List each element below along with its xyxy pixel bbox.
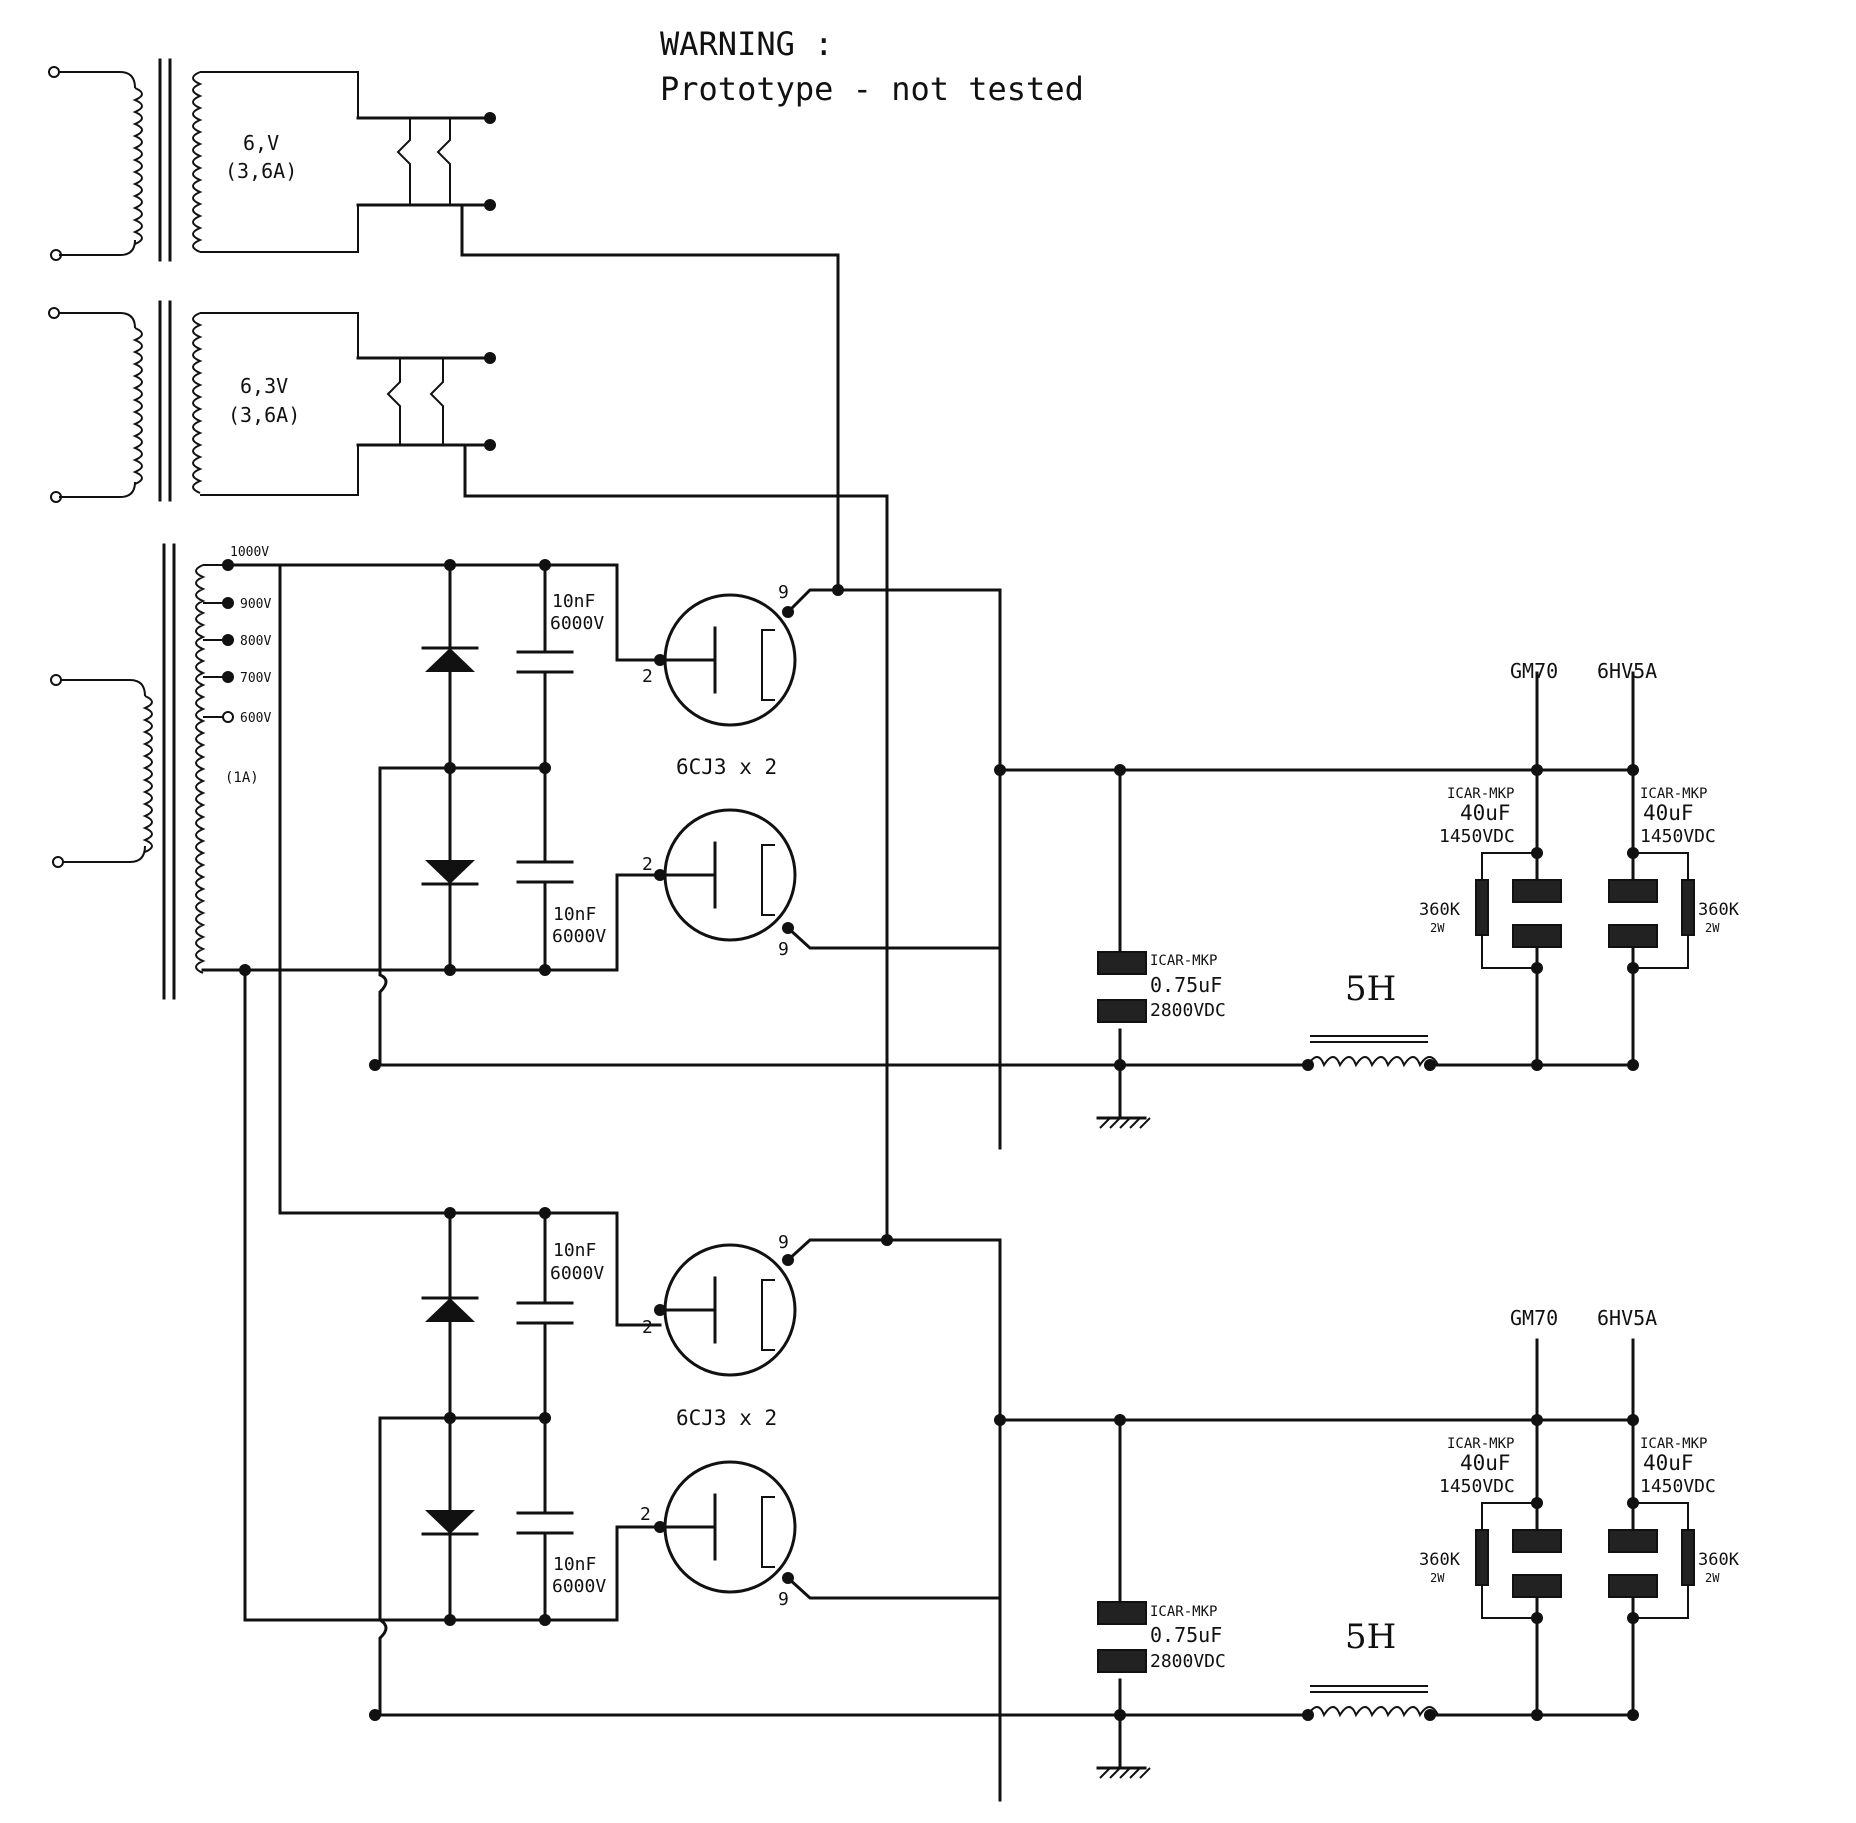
- upper-bleed-resistor-2: [1681, 879, 1695, 936]
- upper-filter-cap-1: [1097, 951, 1147, 975]
- upper-cap1-voltage: 6000V: [550, 613, 604, 634]
- lower-tube2-pin9: 9: [778, 1589, 789, 1610]
- upper-tube2-pin9: 9: [778, 939, 789, 960]
- upper-out-cap2-brand: ICAR-MKP: [1640, 786, 1707, 802]
- upper-out-cap2-voltage: 1450VDC: [1640, 826, 1716, 847]
- upper-filter-cap-brand: ICAR-MKP: [1150, 953, 1217, 969]
- t1-current-label: (3,6A): [225, 159, 297, 183]
- t3-primary-coil: [142, 695, 153, 853]
- tap-1000v: 1000V: [230, 545, 269, 560]
- upper-filter-cap-2: [1097, 999, 1147, 1023]
- lower-res1-power: 2W: [1430, 1571, 1445, 1585]
- lower-filter-cap-value: 0.75uF: [1150, 1623, 1222, 1647]
- lower-cap1-value: 10nF: [553, 1240, 596, 1261]
- lower-out-cap2-voltage: 1450VDC: [1640, 1476, 1716, 1497]
- warning-title: WARNING :: [660, 25, 833, 63]
- upper-out-cap1-value: 40uF: [1460, 801, 1511, 825]
- t1-primary-terminal-top: [48, 66, 60, 78]
- lower-out-cap1-voltage: 1450VDC: [1439, 1476, 1515, 1497]
- t1-secondary-coil: [192, 71, 203, 253]
- lower-choke-label: 5H: [1345, 1617, 1396, 1657]
- heater-transformer-2: 6,3V (3,6A): [48, 300, 889, 1237]
- upper-filter-cap-voltage: 2800VDC: [1150, 1000, 1226, 1021]
- upper-tube-pair: 9 2 2 9 6CJ3 x 2: [642, 582, 1002, 1150]
- lower-res2-power: 2W: [1705, 1571, 1720, 1585]
- t2-secondary-coil: [192, 312, 203, 494]
- upper-out-cap2-value: 40uF: [1643, 801, 1694, 825]
- lower-out-cap2-value: 40uF: [1643, 1451, 1694, 1475]
- tap-900v: 900V: [240, 597, 271, 612]
- upper-filter: GM70 6HV5A ICAR-MKP 0.75uF 2800VDC 5H: [369, 659, 1740, 1129]
- tap-700v: 700V: [240, 671, 271, 686]
- lower-filter: GM70 6HV5A ICAR-MKP 0.75uF 2800VDC 5H: [369, 1306, 1740, 1779]
- upper-tube-label: 6CJ3 x 2: [676, 755, 777, 779]
- upper-res2-power: 2W: [1705, 921, 1720, 935]
- t2-filament-resistors: [386, 358, 444, 445]
- lower-diode-1: [425, 1298, 475, 1322]
- upper-res1-power: 2W: [1430, 921, 1445, 935]
- upper-ground-icon: [1099, 1117, 1151, 1129]
- lower-filter-cap-voltage: 2800VDC: [1150, 1651, 1226, 1672]
- t1-filament-resistors: [396, 118, 451, 205]
- lower-tube1-pin2: 2: [642, 1317, 653, 1338]
- t2-current-label: (3,6A): [228, 403, 300, 427]
- lower-tube2-pin2: 2: [640, 1504, 651, 1525]
- upper-cap2-voltage: 6000V: [552, 926, 606, 947]
- upper-cap1-value: 10nF: [552, 591, 595, 612]
- upper-tube1-pin9: 9: [778, 582, 789, 603]
- t3-secondary-coil: [195, 564, 206, 974]
- upper-diode-2: [425, 860, 475, 884]
- upper-choke-label: 5H: [1345, 969, 1396, 1009]
- lower-cap2-voltage: 6000V: [552, 1576, 606, 1597]
- lower-cap2-value: 10nF: [553, 1554, 596, 1575]
- lower-rectifier: 10nF 6000V 10nF 6000V: [243, 968, 662, 1717]
- lower-output-6hv5a: 6HV5A: [1597, 1306, 1657, 1330]
- t3-current-label: (1A): [225, 770, 259, 786]
- lower-res1-value: 360K: [1419, 1550, 1461, 1570]
- high-voltage-transformer: 1000V 900V 800V 700V 600V (1A): [50, 543, 382, 1000]
- upper-bleed-resistor-1: [1475, 879, 1489, 936]
- upper-out-cap1-brand: ICAR-MKP: [1447, 786, 1514, 802]
- upper-out-cap1-voltage: 1450VDC: [1439, 826, 1515, 847]
- lower-tube-label: 6CJ3 x 2: [676, 1406, 777, 1430]
- lower-out-cap2-brand: ICAR-MKP: [1640, 1436, 1707, 1452]
- upper-output-6hv5a: 6HV5A: [1597, 659, 1657, 683]
- tap-600v: 600V: [240, 711, 271, 726]
- lower-bleed-resistor-2: [1681, 1529, 1695, 1586]
- lower-res2-value: 360K: [1698, 1550, 1740, 1570]
- lower-filter-cap-1: [1097, 1601, 1147, 1625]
- upper-rectifier: 10nF 6000V 10nF 6000V: [226, 559, 662, 1327]
- upper-filter-cap-value: 0.75uF: [1150, 973, 1222, 997]
- t1-voltage-label: 6,V: [243, 131, 279, 155]
- upper-res2-value: 360K: [1698, 900, 1740, 920]
- lower-bleed-resistor-1: [1475, 1529, 1489, 1586]
- upper-output-gm70: GM70: [1510, 659, 1558, 683]
- upper-choke-coil: [1307, 1056, 1439, 1068]
- upper-tube1-pin2: 2: [642, 666, 653, 687]
- upper-res1-value: 360K: [1419, 900, 1461, 920]
- t2-voltage-label: 6,3V: [240, 374, 288, 398]
- warning-subtitle: Prototype - not tested: [660, 70, 1084, 108]
- t2-primary-coil: [132, 327, 143, 485]
- lower-filter-cap-2: [1097, 1649, 1147, 1673]
- lower-ground-icon: [1099, 1767, 1151, 1779]
- lower-tube-pair: 9 2 2 9 6CJ3 x 2: [640, 1232, 1002, 1802]
- lower-diode-2: [425, 1510, 475, 1534]
- lower-choke-coil: [1307, 1706, 1439, 1718]
- lower-cap1-voltage: 6000V: [550, 1263, 604, 1284]
- lower-out-cap1-value: 40uF: [1460, 1451, 1511, 1475]
- lower-filter-cap-brand: ICAR-MKP: [1150, 1604, 1217, 1620]
- upper-tube2-pin2: 2: [642, 854, 653, 875]
- t1-primary-coil: [132, 87, 143, 245]
- upper-diode-1: [425, 648, 475, 672]
- t2-primary-terminal-top: [48, 307, 60, 319]
- lower-tube1-pin9: 9: [778, 1232, 789, 1253]
- upper-cap2-value: 10nF: [553, 904, 596, 925]
- tap-800v: 800V: [240, 634, 271, 649]
- lower-output-gm70: GM70: [1510, 1306, 1558, 1330]
- lower-out-cap1-brand: ICAR-MKP: [1447, 1436, 1514, 1452]
- heater-transformer-1: 6,V (3,6A): [48, 58, 840, 592]
